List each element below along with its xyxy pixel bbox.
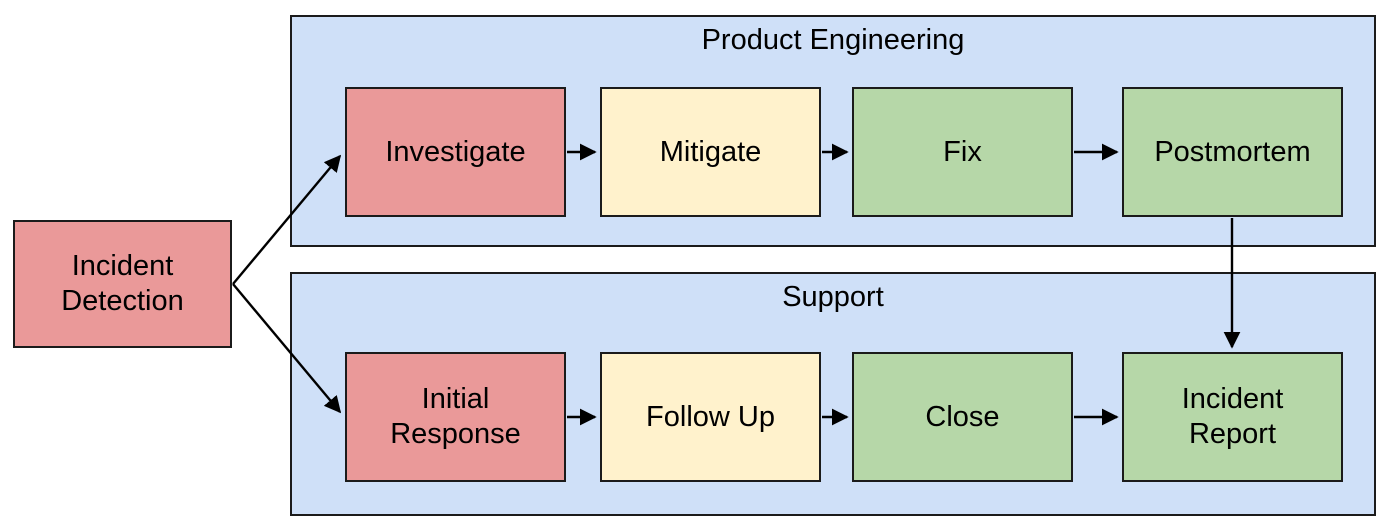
node-incident-detection-line1: Incident bbox=[71, 250, 174, 282]
node-postmortem[interactable]: Postmortem bbox=[1122, 87, 1343, 217]
node-incident-report-line1: Incident bbox=[1181, 383, 1284, 415]
node-fix[interactable]: Fix bbox=[852, 87, 1073, 217]
node-incident-report-line2: Report bbox=[1188, 418, 1277, 450]
node-incident-detection-line2: Detection bbox=[61, 285, 184, 317]
node-postmortem-label: Postmortem bbox=[1154, 135, 1311, 168]
node-initial-response-line2: Response bbox=[390, 418, 521, 450]
node-close-label: Close bbox=[925, 400, 1000, 433]
node-investigate[interactable]: Investigate bbox=[345, 87, 566, 217]
node-close[interactable]: Close bbox=[852, 352, 1073, 482]
node-mitigate-label: Mitigate bbox=[659, 135, 762, 168]
swimlane-title-product-engineering: Product Engineering bbox=[701, 24, 965, 56]
node-follow-up-label: Follow Up bbox=[646, 400, 775, 433]
node-fix-label: Fix bbox=[943, 135, 982, 168]
swimlane-title-support: Support bbox=[782, 281, 884, 313]
node-investigate-label: Investigate bbox=[385, 135, 526, 168]
node-follow-up[interactable]: Follow Up bbox=[600, 352, 821, 482]
node-mitigate[interactable]: Mitigate bbox=[600, 87, 821, 217]
node-initial-response-line1: Initial bbox=[421, 383, 490, 415]
